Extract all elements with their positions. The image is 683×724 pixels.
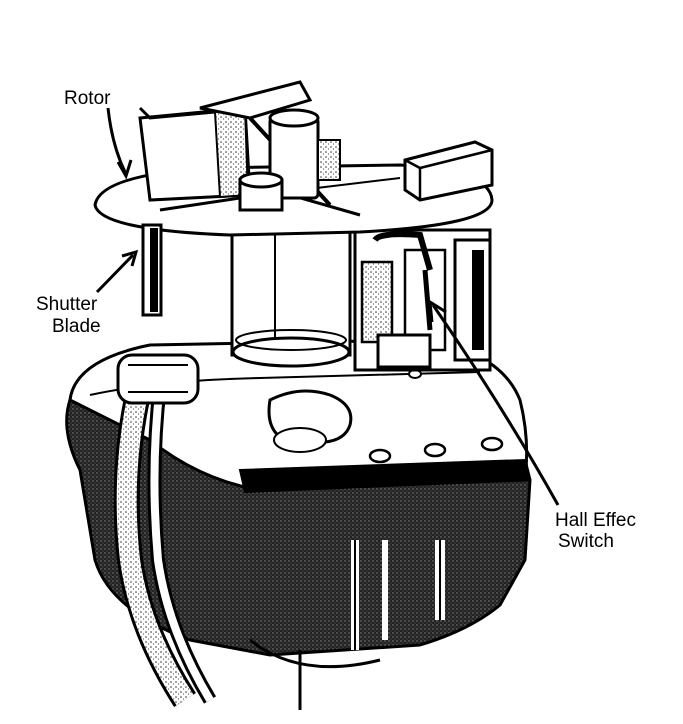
rotor-leader: [106, 107, 133, 180]
shutter-blade-label-line1: Shutter: [36, 294, 98, 315]
rotor-label: Rotor: [64, 88, 111, 109]
terminal-block: [403, 140, 494, 202]
center-shaft: [230, 223, 352, 368]
wire-harness: [113, 353, 217, 708]
hall-effect-label-line1: Hall Effec: [555, 510, 636, 531]
shutter-blade-label-line2: Blade: [52, 316, 101, 337]
hall-effect-switch: [353, 228, 492, 372]
rotor-tower: [138, 80, 341, 212]
hall-leader: [428, 299, 560, 506]
hall-effect-label-line2: Switch: [558, 531, 614, 552]
shutter-leader: [95, 249, 139, 294]
